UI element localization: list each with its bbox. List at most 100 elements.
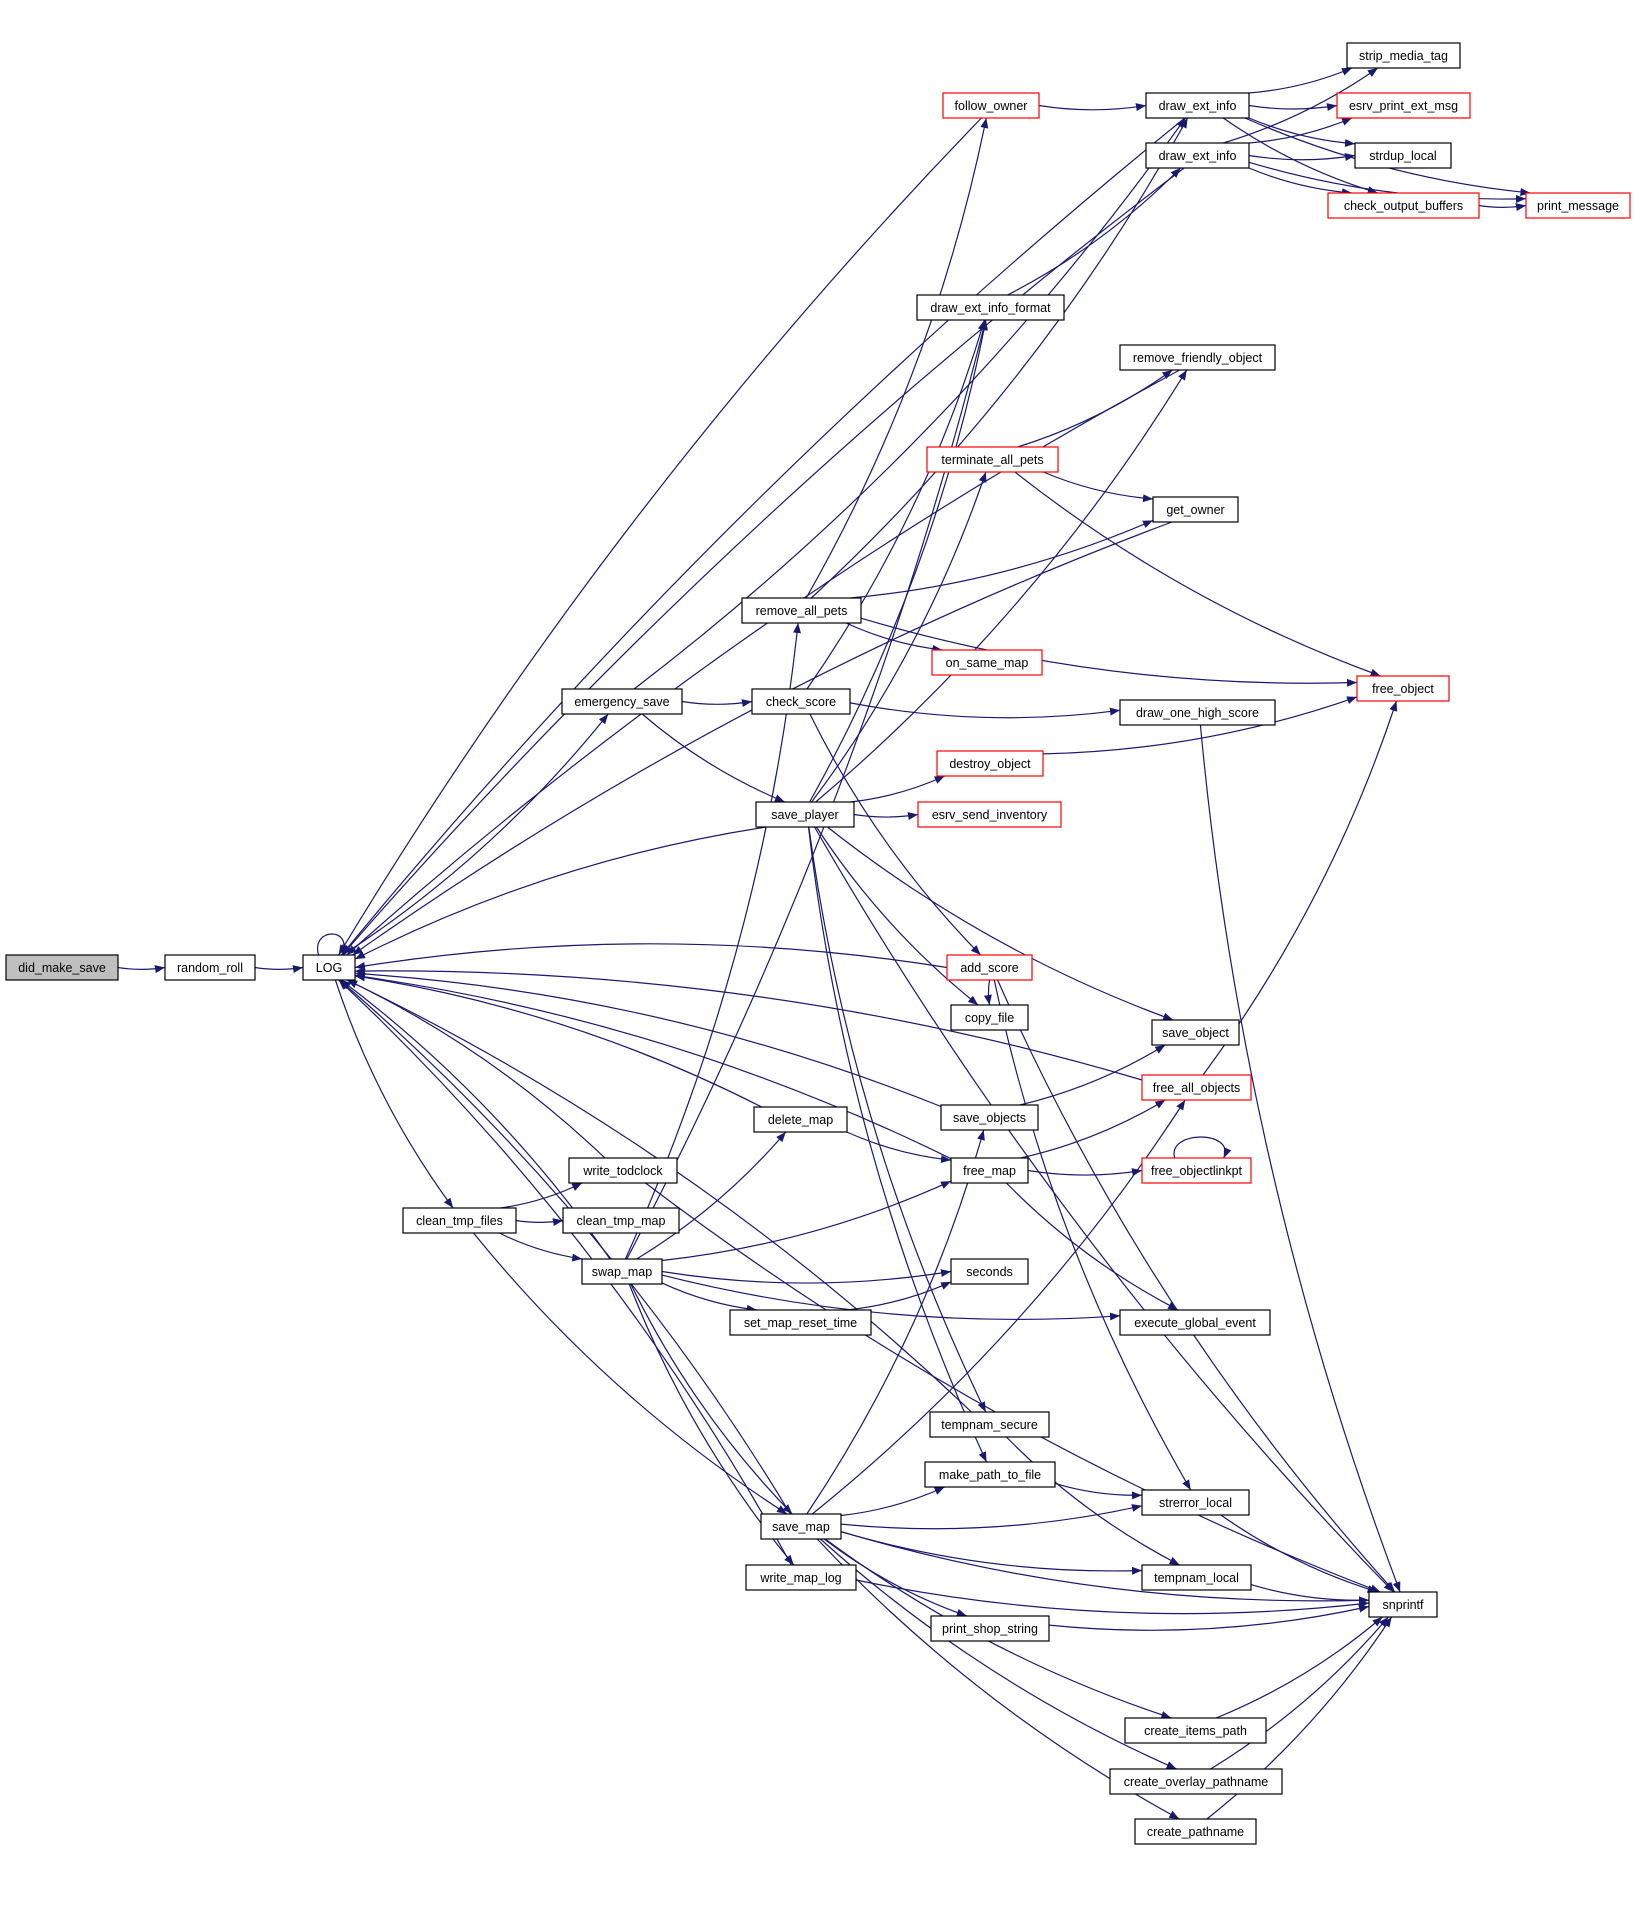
node-esrv_print_ext_msg[interactable]: esrv_print_ext_msg	[1336, 92, 1471, 119]
node-strdup_local[interactable]: strdup_local	[1354, 142, 1452, 169]
node-seconds[interactable]: seconds	[950, 1258, 1029, 1285]
node-box-execute_global_event[interactable]	[1119, 1309, 1271, 1336]
node-box-write_todclock[interactable]	[568, 1157, 678, 1184]
node-box-clean_tmp_files[interactable]	[402, 1207, 517, 1234]
node-box-write_map_log[interactable]	[745, 1564, 857, 1591]
node-box-save_objects[interactable]	[940, 1104, 1039, 1131]
node-box-snprintf[interactable]	[1368, 1591, 1438, 1618]
node-box-print_shop_string[interactable]	[930, 1615, 1050, 1642]
node-draw_ext_info_2[interactable]: draw_ext_info	[1145, 142, 1250, 169]
node-box-esrv_print_ext_msg[interactable]	[1336, 92, 1471, 119]
node-box-free_all_objects[interactable]	[1141, 1074, 1252, 1101]
node-box-delete_map[interactable]	[753, 1106, 848, 1133]
node-tempnam_local[interactable]: tempnam_local	[1141, 1564, 1252, 1591]
node-box-on_same_map[interactable]	[931, 649, 1043, 676]
node-box-seconds[interactable]	[950, 1258, 1029, 1285]
node-free_all_objects[interactable]: free_all_objects	[1141, 1074, 1252, 1101]
node-box-save_object[interactable]	[1151, 1019, 1240, 1046]
node-free_object[interactable]: free_object	[1356, 675, 1450, 702]
node-draw_one_high_score[interactable]: draw_one_high_score	[1119, 699, 1276, 726]
node-box-swap_map[interactable]	[581, 1258, 663, 1285]
node-create_pathname[interactable]: create_pathname	[1134, 1818, 1257, 1845]
node-box-remove_all_pets[interactable]	[741, 597, 862, 624]
node-box-set_map_reset_time[interactable]	[729, 1309, 872, 1336]
node-box-terminate_all_pets[interactable]	[926, 446, 1059, 473]
node-box-draw_ext_info_2[interactable]	[1145, 142, 1250, 169]
node-box-tempnam_secure[interactable]	[929, 1411, 1050, 1438]
node-check_score[interactable]: check_score	[751, 688, 851, 715]
node-box-strip_media_tag[interactable]	[1346, 42, 1461, 69]
node-box-random_roll[interactable]	[164, 954, 256, 981]
node-box-print_message[interactable]	[1525, 192, 1631, 219]
node-box-did_make_save[interactable]	[5, 954, 119, 981]
node-create_items_path[interactable]: create_items_path	[1124, 1717, 1267, 1744]
node-write_todclock[interactable]: write_todclock	[568, 1157, 678, 1184]
node-emergency_save[interactable]: emergency_save	[561, 688, 683, 715]
node-box-destroy_object[interactable]	[936, 750, 1044, 777]
node-box-clean_tmp_map[interactable]	[562, 1207, 680, 1234]
node-free_map[interactable]: free_map	[950, 1157, 1029, 1184]
node-strerror_local[interactable]: strerror_local	[1141, 1489, 1250, 1516]
node-destroy_object[interactable]: destroy_object	[936, 750, 1044, 777]
node-box-check_output_buffers[interactable]	[1327, 192, 1480, 219]
node-print_message[interactable]: print_message	[1525, 192, 1631, 219]
node-box-esrv_send_inventory[interactable]	[917, 801, 1062, 828]
node-snprintf[interactable]: snprintf	[1368, 1591, 1438, 1618]
node-get_owner[interactable]: get_owner	[1152, 496, 1239, 523]
node-box-create_pathname[interactable]	[1134, 1818, 1257, 1845]
node-save_objects[interactable]: save_objects	[940, 1104, 1039, 1131]
node-box-free_objectlinkpt[interactable]	[1141, 1157, 1252, 1184]
node-box-add_score[interactable]	[946, 954, 1033, 981]
node-save_object[interactable]: save_object	[1151, 1019, 1240, 1046]
node-draw_ext_info_format[interactable]: draw_ext_info_format	[916, 294, 1065, 321]
node-box-draw_ext_info_format[interactable]	[916, 294, 1065, 321]
node-box-draw_one_high_score[interactable]	[1119, 699, 1276, 726]
node-box-free_map[interactable]	[950, 1157, 1029, 1184]
node-on_same_map[interactable]: on_same_map	[931, 649, 1043, 676]
node-save_player[interactable]: save_player	[755, 801, 855, 828]
node-save_map[interactable]: save_map	[760, 1513, 842, 1540]
node-box-tempnam_local[interactable]	[1141, 1564, 1252, 1591]
node-LOG[interactable]: LOG	[302, 954, 356, 981]
node-add_score[interactable]: add_score	[946, 954, 1033, 981]
node-box-draw_ext_info_1[interactable]	[1145, 92, 1250, 119]
node-box-free_object[interactable]	[1356, 675, 1450, 702]
node-copy_file[interactable]: copy_file	[950, 1004, 1029, 1031]
node-box-emergency_save[interactable]	[561, 688, 683, 715]
node-box-strerror_local[interactable]	[1141, 1489, 1250, 1516]
node-clean_tmp_map[interactable]: clean_tmp_map	[562, 1207, 680, 1234]
node-make_path_to_file[interactable]: make_path_to_file	[924, 1461, 1056, 1488]
node-strip_media_tag[interactable]: strip_media_tag	[1346, 42, 1461, 69]
node-print_shop_string[interactable]: print_shop_string	[930, 1615, 1050, 1642]
node-box-create_items_path[interactable]	[1124, 1717, 1267, 1744]
node-box-check_score[interactable]	[751, 688, 851, 715]
node-box-make_path_to_file[interactable]	[924, 1461, 1056, 1488]
node-clean_tmp_files[interactable]: clean_tmp_files	[402, 1207, 517, 1234]
node-box-create_overlay_pathname[interactable]	[1109, 1768, 1283, 1795]
node-box-remove_friendly_object[interactable]	[1119, 344, 1276, 371]
node-box-follow_owner[interactable]	[942, 92, 1040, 119]
node-check_output_buffers[interactable]: check_output_buffers	[1327, 192, 1480, 219]
node-terminate_all_pets[interactable]: terminate_all_pets	[926, 446, 1059, 473]
node-create_overlay_pathname[interactable]: create_overlay_pathname	[1109, 1768, 1283, 1795]
node-tempnam_secure[interactable]: tempnam_secure	[929, 1411, 1050, 1438]
node-esrv_send_inventory[interactable]: esrv_send_inventory	[917, 801, 1062, 828]
node-remove_all_pets[interactable]: remove_all_pets	[741, 597, 862, 624]
node-execute_global_event[interactable]: execute_global_event	[1119, 1309, 1271, 1336]
node-did_make_save[interactable]: did_make_save	[5, 954, 119, 981]
node-draw_ext_info_1[interactable]: draw_ext_info	[1145, 92, 1250, 119]
node-box-get_owner[interactable]	[1152, 496, 1239, 523]
node-box-copy_file[interactable]	[950, 1004, 1029, 1031]
node-remove_friendly_object[interactable]: remove_friendly_object	[1119, 344, 1276, 371]
node-random_roll[interactable]: random_roll	[164, 954, 256, 981]
node-free_objectlinkpt[interactable]: free_objectlinkpt	[1141, 1157, 1252, 1184]
node-box-save_player[interactable]	[755, 801, 855, 828]
node-set_map_reset_time[interactable]: set_map_reset_time	[729, 1309, 872, 1336]
node-follow_owner[interactable]: follow_owner	[942, 92, 1040, 119]
node-box-save_map[interactable]	[760, 1513, 842, 1540]
node-box-LOG[interactable]	[302, 954, 356, 981]
node-write_map_log[interactable]: write_map_log	[745, 1564, 857, 1591]
node-delete_map[interactable]: delete_map	[753, 1106, 848, 1133]
node-swap_map[interactable]: swap_map	[581, 1258, 663, 1285]
node-box-strdup_local[interactable]	[1354, 142, 1452, 169]
